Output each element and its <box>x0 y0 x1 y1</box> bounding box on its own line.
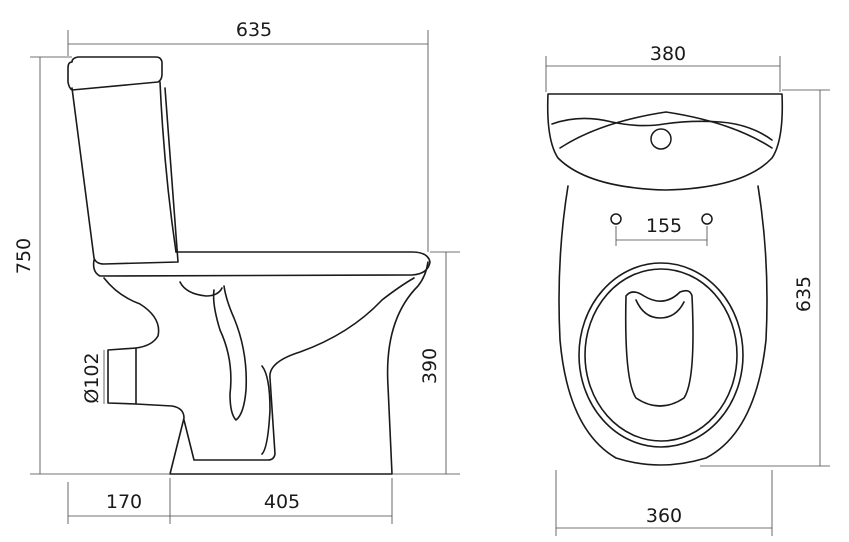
dim-label-overall-height: 750 <box>13 238 35 274</box>
dim-tank-width: 380 <box>545 43 781 92</box>
side-view: 635 750 390 Ø102 170 405 <box>13 19 460 524</box>
bowl-top <box>558 185 768 466</box>
dim-mounting-spacing: 155 <box>615 215 708 246</box>
dim-label-tank-width: 380 <box>650 43 686 65</box>
dim-label-bowl-length: 635 <box>793 276 815 312</box>
dim-outlet-diameter: Ø102 <box>81 350 105 404</box>
dim-label-outlet-diameter: Ø102 <box>81 352 103 403</box>
seat-lid <box>92 251 431 277</box>
flush-button-hole <box>650 128 672 150</box>
dim-label-bowl-width: 360 <box>646 505 682 527</box>
bowl-body <box>103 261 429 475</box>
mounting-hole-right <box>701 213 713 225</box>
dim-label-mounting-spacing: 155 <box>646 215 682 237</box>
dim-label-overall-width: 635 <box>236 19 272 41</box>
dim-label-seat-height: 390 <box>419 348 441 384</box>
mounting-hole-left <box>610 213 622 225</box>
tank-top <box>546 93 784 191</box>
top-view: 380 155 635 360 <box>545 43 830 536</box>
dim-label-base-length: 405 <box>264 491 300 513</box>
dim-label-outlet-offset: 170 <box>106 491 142 513</box>
dim-bowl-width: 360 <box>555 470 773 536</box>
dim-bowl-length: 635 <box>700 89 830 467</box>
dim-seat-height: 390 <box>392 251 460 475</box>
dim-overall-width: 635 <box>67 19 429 252</box>
cistern-tank <box>67 56 179 265</box>
dim-overall-height: 750 <box>13 56 170 475</box>
dim-base-lengths: 170 405 <box>67 478 393 524</box>
